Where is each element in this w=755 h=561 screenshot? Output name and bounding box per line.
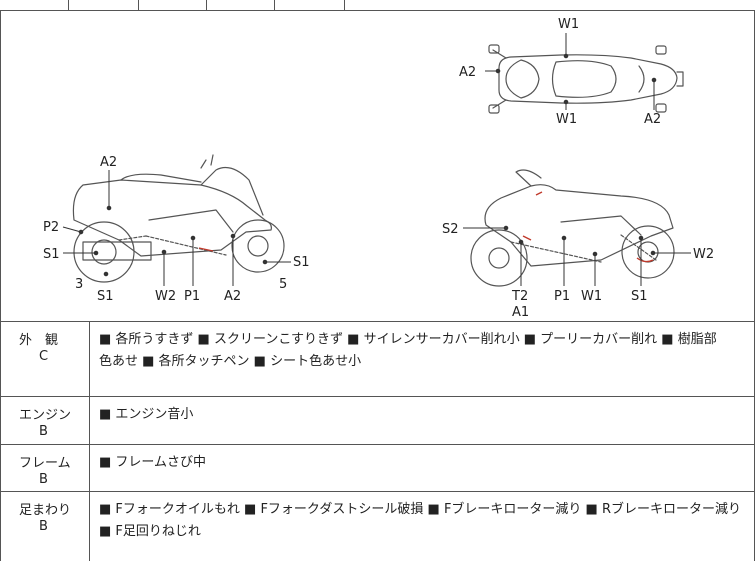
label-right-w2: W2 bbox=[693, 247, 714, 262]
content-line: ■ フレームさび中 bbox=[99, 455, 207, 470]
label-left-a2-bottom: A2 bbox=[224, 289, 241, 304]
label-left-3: 3 bbox=[75, 277, 83, 292]
label-top-w1-lower: W1 bbox=[556, 112, 577, 127]
content-line: ■ Fフォークオイルもれ ■ Fフォークダストシール破損 ■ Fブレーキローター… bbox=[99, 502, 742, 517]
label-left-a2: A2 bbox=[100, 155, 117, 170]
scooter-top-view bbox=[488, 44, 684, 114]
section-grade: C bbox=[39, 349, 49, 364]
label-right-s1: S1 bbox=[631, 289, 648, 304]
label-right-a1: A1 bbox=[512, 305, 529, 320]
label-left-5: 5 bbox=[279, 277, 287, 292]
label-left-w2: W2 bbox=[155, 289, 176, 304]
section-category: 足まわり B bbox=[1, 491, 90, 561]
label-left-p2: P2 bbox=[43, 220, 59, 235]
section-name: 外 観 bbox=[19, 333, 59, 348]
damage-diagram: W1 A2 W1 A2 A2 P2 S1 S1 3 S1 W2 P1 A2 5 … bbox=[0, 10, 755, 322]
content-line: 色あせ ■ 各所タッチペン ■ シート色あせ小 bbox=[99, 354, 362, 369]
section-name: エンジン bbox=[19, 408, 72, 423]
content-line: ■ エンジン音小 bbox=[99, 407, 194, 422]
section-name: 足まわり bbox=[19, 503, 72, 518]
section-category: エンジン B bbox=[1, 396, 90, 444]
scooter-left-view bbox=[72, 154, 285, 283]
section-content: ■ エンジン音小 bbox=[99, 404, 746, 426]
scooter-diagram-svg: W1 A2 W1 A2 A2 P2 S1 S1 3 S1 W2 P1 A2 5 … bbox=[43, 17, 714, 320]
section-content: ■ 各所うすきず ■ スクリーンこすりきず ■ サイレンサーカバー削れ小 ■ プ… bbox=[99, 329, 746, 373]
label-top-w1-upper: W1 bbox=[558, 17, 579, 32]
table-divider bbox=[138, 0, 139, 10]
table-divider bbox=[206, 0, 207, 10]
label-left-s1-rear: S1 bbox=[293, 255, 310, 270]
section-grade: B bbox=[39, 424, 48, 439]
section-frame: フレーム B ■ フレームさび中 bbox=[0, 444, 755, 492]
section-category: フレーム B bbox=[1, 444, 90, 491]
label-top-a2-left: A2 bbox=[459, 65, 476, 80]
section-category: 外 観 C bbox=[1, 321, 90, 396]
label-left-s1-bottom: S1 bbox=[97, 289, 114, 304]
label-right-w1: W1 bbox=[581, 289, 602, 304]
section-grade: B bbox=[39, 472, 48, 487]
content-line: ■ 各所うすきず ■ スクリーンこすりきず ■ サイレンサーカバー削れ小 ■ プ… bbox=[99, 332, 717, 347]
label-right-t2: T2 bbox=[511, 289, 528, 304]
label-right-s2: S2 bbox=[442, 222, 459, 237]
section-suspension: 足まわり B ■ Fフォークオイルもれ ■ Fフォークダストシール破損 ■ Fブ… bbox=[0, 491, 755, 561]
label-left-p1: P1 bbox=[184, 289, 200, 304]
section-content: ■ フレームさび中 bbox=[99, 452, 746, 474]
label-top-a2-right: A2 bbox=[644, 112, 661, 127]
section-name: フレーム bbox=[19, 456, 71, 471]
content-line: ■ F足回りねじれ bbox=[99, 524, 201, 539]
damage-marks bbox=[198, 191, 654, 263]
section-engine: エンジン B ■ エンジン音小 bbox=[0, 396, 755, 445]
table-divider bbox=[274, 0, 275, 10]
label-left-s1-front: S1 bbox=[43, 247, 60, 262]
label-right-p1: P1 bbox=[554, 289, 570, 304]
scooter-right-view bbox=[470, 169, 675, 287]
table-divider bbox=[68, 0, 69, 10]
section-grade: B bbox=[39, 519, 48, 534]
section-content: ■ Fフォークオイルもれ ■ Fフォークダストシール破損 ■ Fブレーキローター… bbox=[99, 499, 746, 543]
section-exterior: 外 観 C ■ 各所うすきず ■ スクリーンこすりきず ■ サイレンサーカバー削… bbox=[0, 321, 755, 397]
top-table-strip bbox=[0, 0, 755, 11]
table-divider bbox=[344, 0, 345, 10]
